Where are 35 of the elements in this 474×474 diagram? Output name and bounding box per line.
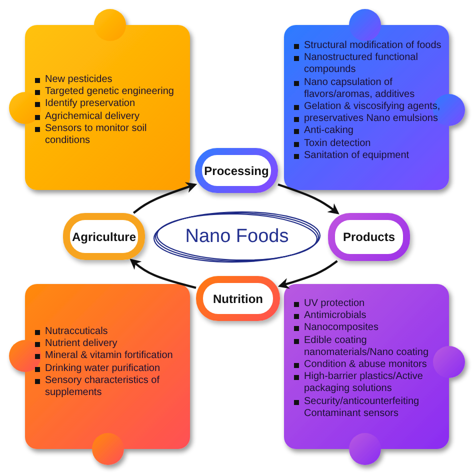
bullet-text: Sensors to monitor soil conditions xyxy=(45,122,147,146)
curved-arrow xyxy=(130,258,196,289)
category-label: Processing xyxy=(204,164,269,178)
curved-arrow xyxy=(278,260,338,289)
bullet-text: Structural modification of foods xyxy=(304,40,442,51)
bullet-text: Drinking water purification xyxy=(45,362,160,374)
category-label: Agriculture xyxy=(72,230,136,244)
bullet-text: UV protection xyxy=(304,298,365,309)
bullet-text: Targeted genetic engineering xyxy=(45,86,174,98)
bullet-text: Nutrient delivery xyxy=(45,338,118,350)
bullet-text: Security/anticounterfeiting Contaminant sensors xyxy=(304,396,420,419)
bullet-text: Nanostructured functional compounds xyxy=(304,52,418,76)
bullet-text: Sensory characteristics of supplements xyxy=(45,374,160,398)
bullet-text: Nutraccuticals xyxy=(45,326,108,337)
category-label: Products xyxy=(342,230,395,244)
bullet-text: preservatives Nano emulsions xyxy=(304,113,438,124)
bullet-text: Edible coating nanomaterials/Nano coating xyxy=(304,334,429,358)
bullet-text: Identify preservation xyxy=(45,98,136,110)
bullet-text: Condition & abuse monitors xyxy=(304,358,427,370)
bullet-text: Sanitation of equipment xyxy=(304,150,410,161)
bullet-text: Nanocomposites xyxy=(304,322,378,334)
bullet-text: Toxin detection xyxy=(304,138,371,148)
category-label: Nutrition xyxy=(213,292,263,306)
bullet-text: Agrichemical delivery xyxy=(45,110,140,122)
center-title: Nano Foods xyxy=(185,226,289,248)
center-ellipse xyxy=(152,210,322,264)
bullet-text: High-barrier plastics/Active packaging solutions xyxy=(304,371,423,394)
curved-arrow xyxy=(132,182,198,214)
curved-arrow xyxy=(278,183,340,214)
bullet-text: New pesticides xyxy=(45,74,112,85)
bullet-text: Anti-caking xyxy=(304,125,354,136)
bullet-text: Gelation & viscosifying agents, xyxy=(304,100,440,112)
bullet-text: Nano capsulation of flavors/aromas, additives xyxy=(304,76,415,100)
bullet-text: Mineral & vitamin fortification xyxy=(45,350,173,362)
bullet-text: Antimicrobials xyxy=(304,310,366,322)
